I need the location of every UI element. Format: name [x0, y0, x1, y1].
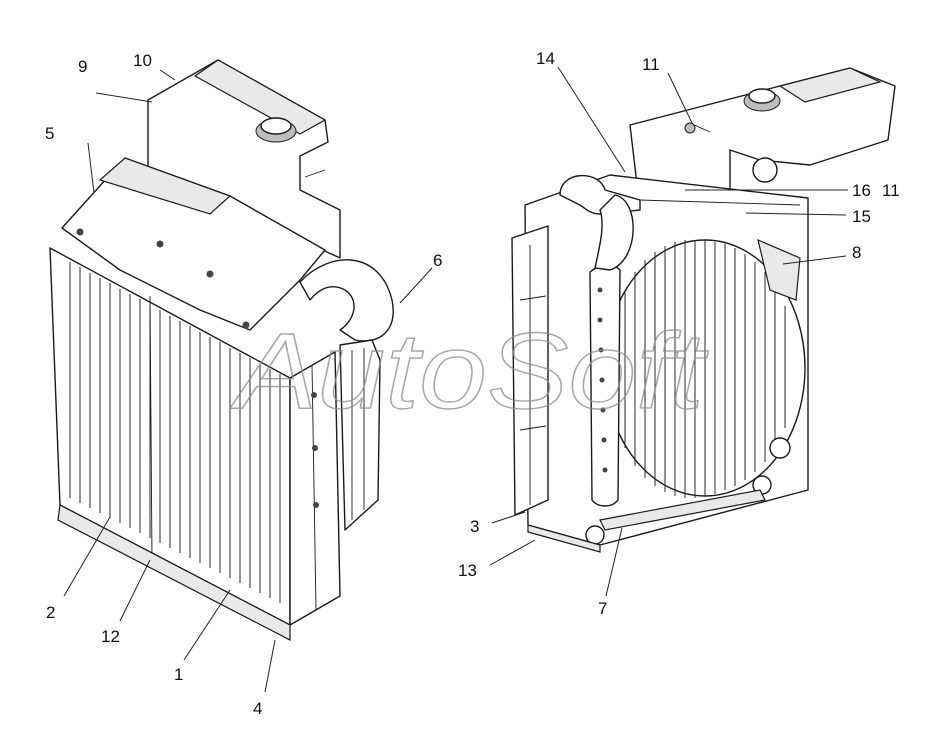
- left-radiator-assembly: [49, 59, 394, 641]
- callout-7: 7: [598, 599, 607, 618]
- callout-8: 8: [852, 243, 861, 262]
- expansion-tank-left: [147, 59, 341, 259]
- callout-11-top: 11: [642, 55, 660, 74]
- watermark-text: AutoSoft: [229, 310, 708, 431]
- callout-1: 1: [174, 665, 183, 684]
- callout-labels: 1 2 3 4 5 6 7 8 9 10 11 16 11 12 13 14 1…: [45, 49, 900, 718]
- core-fins-left: [69, 262, 281, 603]
- callout-14: 14: [536, 49, 555, 68]
- callout-13: 13: [458, 561, 477, 580]
- core-fins-right: [624, 240, 786, 498]
- callout-15: 15: [852, 207, 871, 226]
- bottom-rail-right: [527, 489, 766, 553]
- fan-shroud-right: [589, 238, 806, 507]
- callout-16: 16: [852, 181, 871, 200]
- callout-12: 12: [101, 627, 120, 646]
- top-cover-left: [61, 157, 326, 331]
- expansion-tank-right: [629, 67, 896, 211]
- callout-2: 2: [46, 603, 55, 622]
- right-radiator-assembly: [511, 67, 896, 553]
- callout-4: 4: [253, 699, 262, 718]
- radiator-core-left: [49, 247, 341, 641]
- callout-3: 3: [470, 517, 479, 536]
- outlet-pipe-left: [299, 259, 394, 531]
- callout-5: 5: [45, 124, 54, 143]
- pipes-right: [559, 157, 801, 545]
- leader-lines: [63, 66, 848, 693]
- callout-10: 10: [133, 51, 152, 70]
- callout-9: 9: [78, 57, 87, 76]
- callout-11-side: 11: [882, 181, 900, 200]
- callout-6: 6: [433, 251, 442, 270]
